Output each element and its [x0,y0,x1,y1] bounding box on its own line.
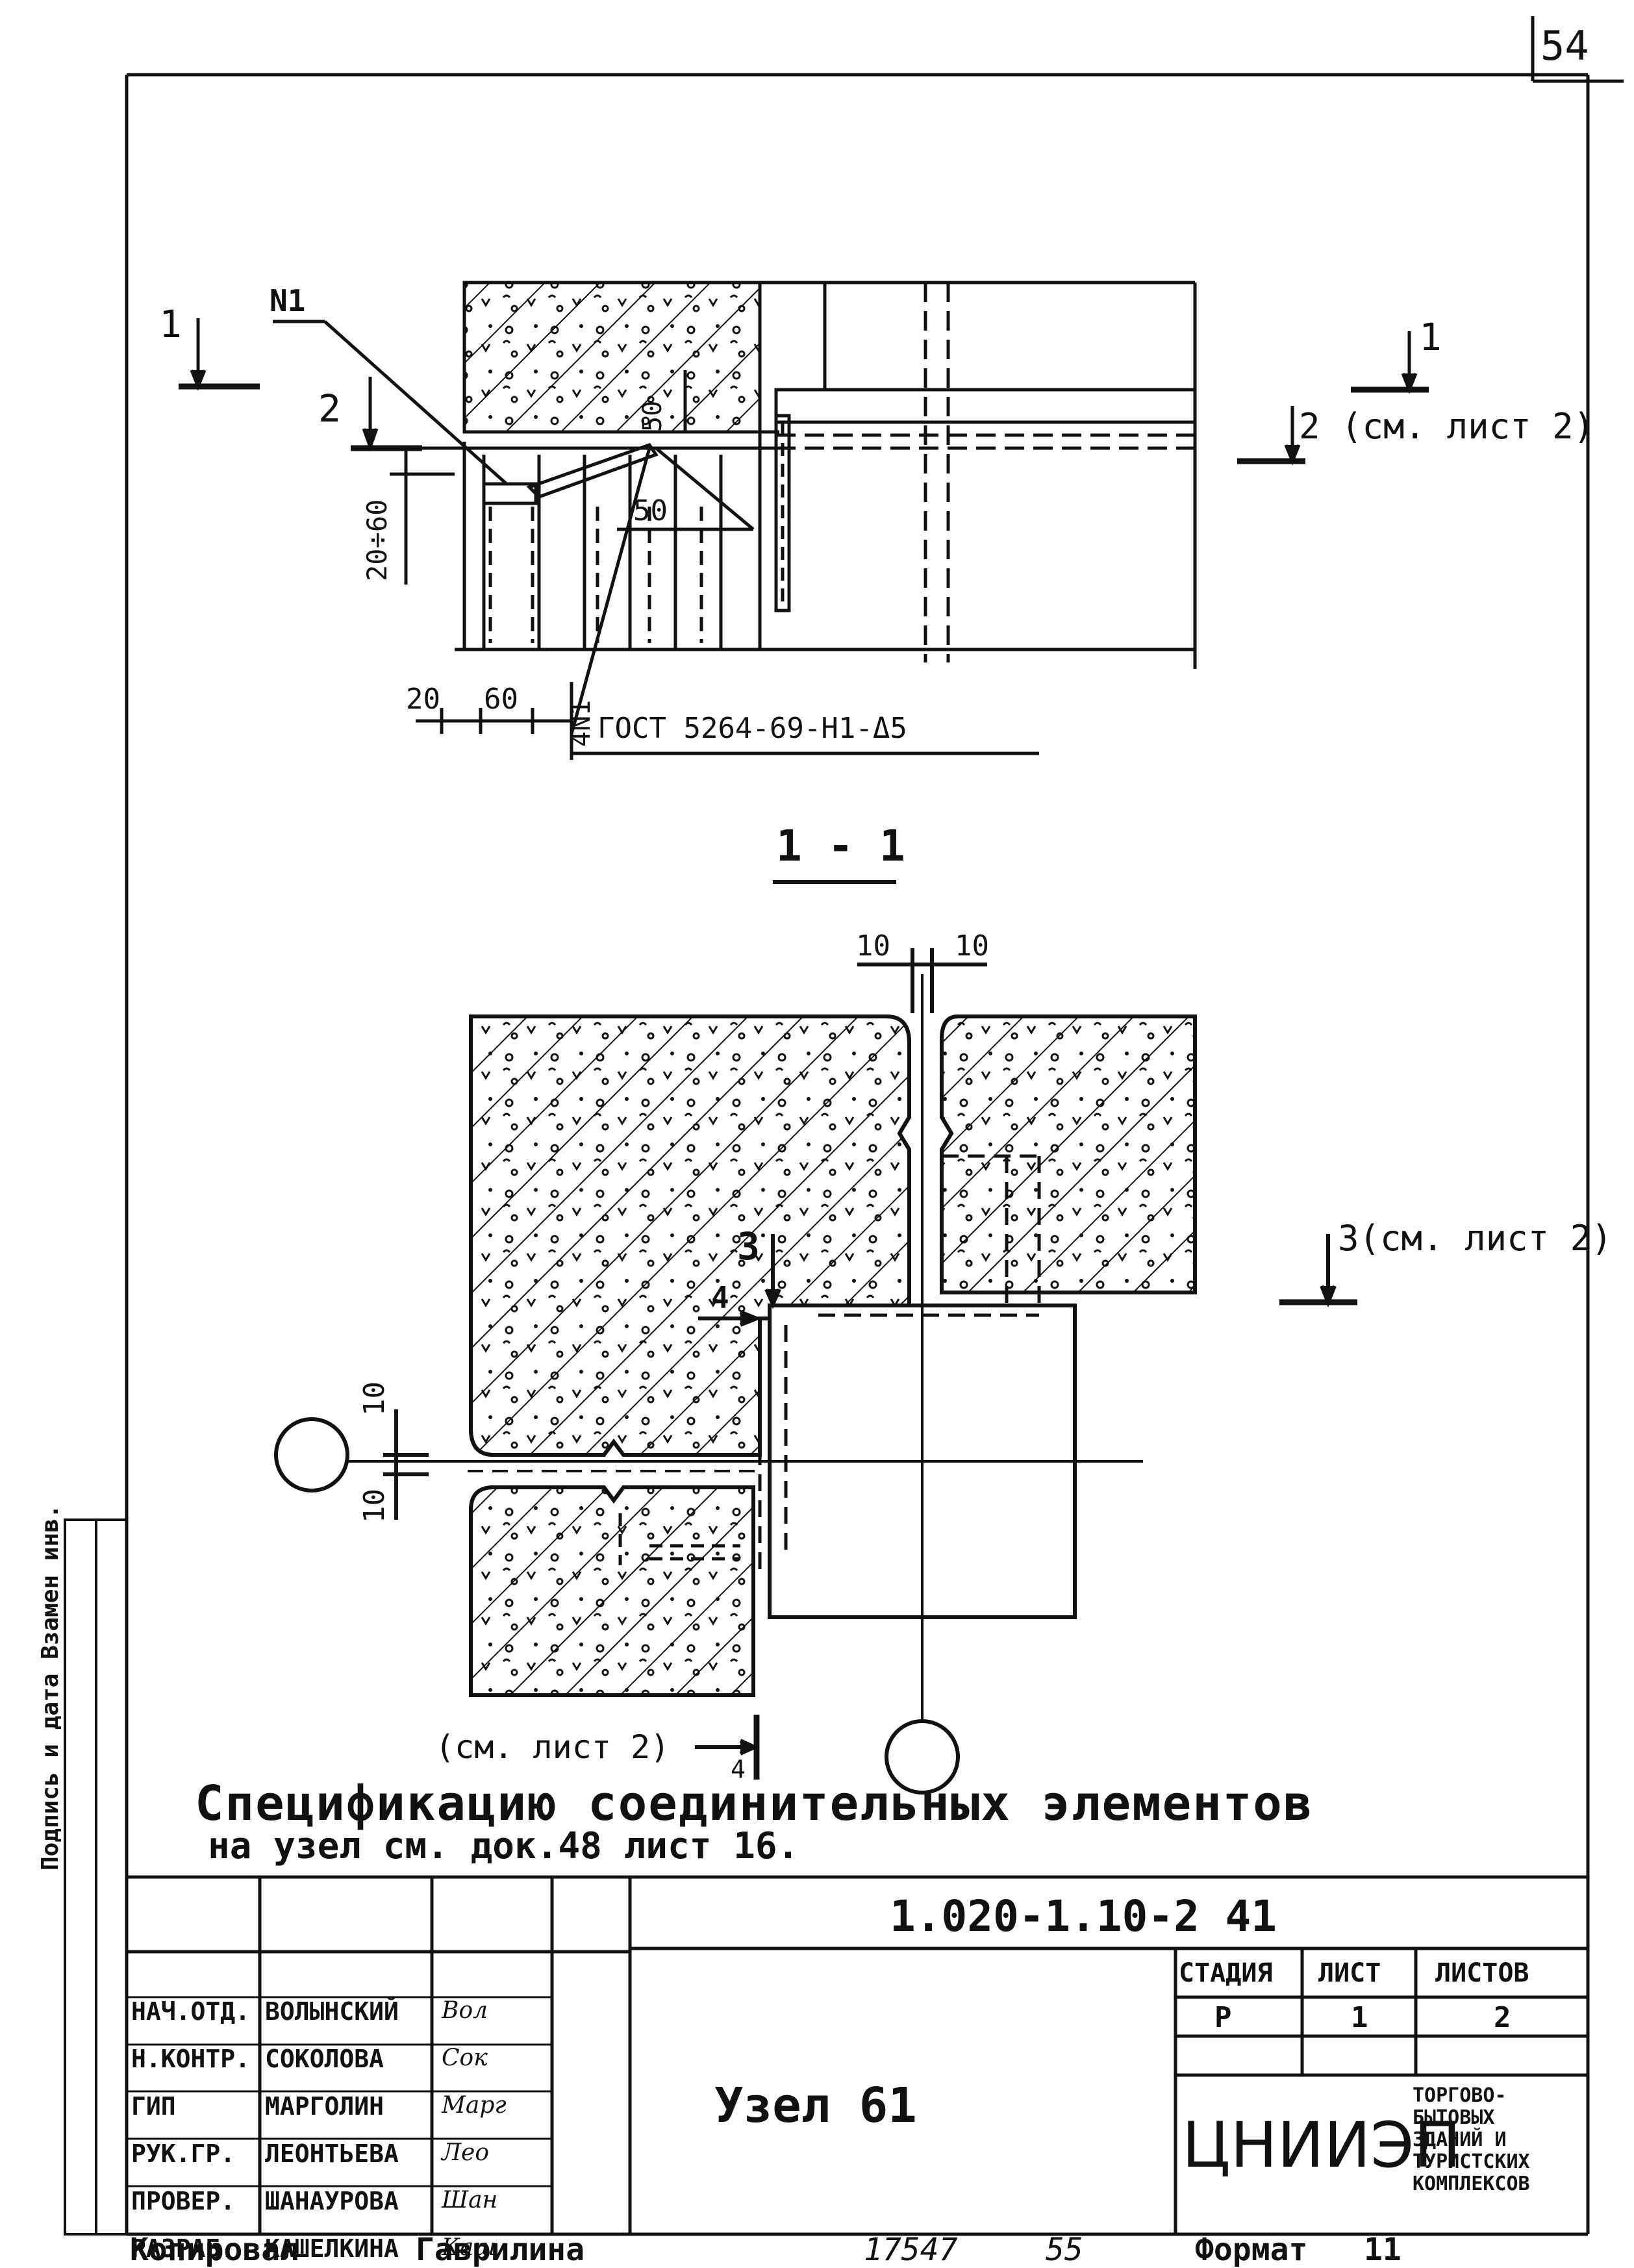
mark-3: 3 [737,1224,760,1268]
section-2-left-label: 2 [318,386,341,431]
spec-note-line2: на узел см. док.48 лист 16. [208,1825,799,1867]
org-description-line: КОМПЛЕКСОВ [1413,2173,1530,2195]
org-name: ЦНИИЭП [1182,2109,1461,2182]
dim-left-top: 10 [358,1381,391,1416]
title-block-grid [127,1875,1588,2236]
dim-20: 20 [406,683,440,716]
dim-top-left: 10 [856,929,890,963]
person-name: ВОЛЫНСКИЙ [265,1997,399,2026]
role-label: ГИП [131,2092,176,2121]
mark-4: 4 [711,1280,729,1315]
dim-left-bottom: 10 [358,1489,391,1523]
person-name: ЛЕОНТЬЕВА [265,2139,399,2168]
side-stamp-label: Подпись и дата Взамен инв. [37,1504,64,1871]
role-label: НАЧ.ОТД. [131,1997,251,2026]
section-2-right-label: 2 (см. лист 2) [1299,406,1595,447]
role-label: ПРОВЕР. [131,2187,236,2215]
dim-60: 60 [484,683,518,716]
sheet-value: 1 [1351,2001,1368,2034]
dim-top-right: 10 [955,929,989,963]
mark-n1: N1 [270,283,306,318]
person-name: ШАНАУРОВА [265,2187,399,2215]
sheet-header: ЛИСТ [1318,1958,1381,1988]
footer-format-label: Формат [1195,2232,1308,2268]
doc-code: 1.020-1.10-2 41 [890,1891,1277,1941]
dim-20-60-vertical: 20÷60 [361,499,393,581]
sheet-number: 54 [1540,22,1589,69]
signature: Сок [442,2045,488,2071]
gost-weld-spec: ГОСТ 5264-69-Н1-Δ5 [597,712,907,745]
section-title: 1 - 1 [776,821,905,871]
section-3-right-label: 3(см. лист 2) [1338,1218,1613,1259]
signature: Вол [442,1997,488,2024]
section-1-right-label: 1 [1419,315,1442,359]
weld-mark: 4N1 [566,699,596,747]
person-name: МАРГОЛИН [265,2092,384,2121]
drawing-name: Узел 61 [714,2078,917,2134]
org-description-line: ЗДАНИЙ И [1413,2128,1507,2151]
top-detail [179,281,1429,760]
dim-50-top: 50 [638,400,668,432]
footer-copier: Гаврилина [416,2232,585,2268]
signature: Марг [442,2092,507,2119]
org-description-line: БЫТОВЫХ [1413,2106,1495,2129]
footer-page: 55 [1046,2232,1083,2268]
signature: Лео [442,2139,490,2166]
org-description-line: ТОРГОВО- [1413,2084,1507,2107]
org-description-line: ТУРИСТСКИХ [1413,2150,1530,2173]
dim-50-side: 50 [633,494,668,527]
sheets-header: ЛИСТОВ [1435,1958,1529,1988]
role-label: РУК.ГР. [131,2139,236,2168]
section-1-left-label: 1 [159,302,182,346]
footer-format: 11 [1364,2232,1401,2268]
stage-header: СТАДИЯ [1179,1958,1273,1988]
stage-value: Р [1214,2001,1232,2034]
role-label: Н.КОНТР. [131,2045,251,2073]
section-4-mark: 4 [731,1755,746,1783]
footer-inv: 17547 [864,2232,958,2268]
spec-note-line1: Спецификацию соединительных элементов [195,1776,1314,1832]
person-name: СОКОЛОВА [265,2045,384,2073]
section-4-note: (см. лист 2) [435,1728,670,1766]
footer-copied: Копировал [130,2232,299,2268]
signature: Шан [442,2187,498,2213]
sheets-value: 2 [1494,2001,1511,2034]
side-stamp-frame [64,1518,128,2236]
section-1-1 [274,948,1357,1795]
